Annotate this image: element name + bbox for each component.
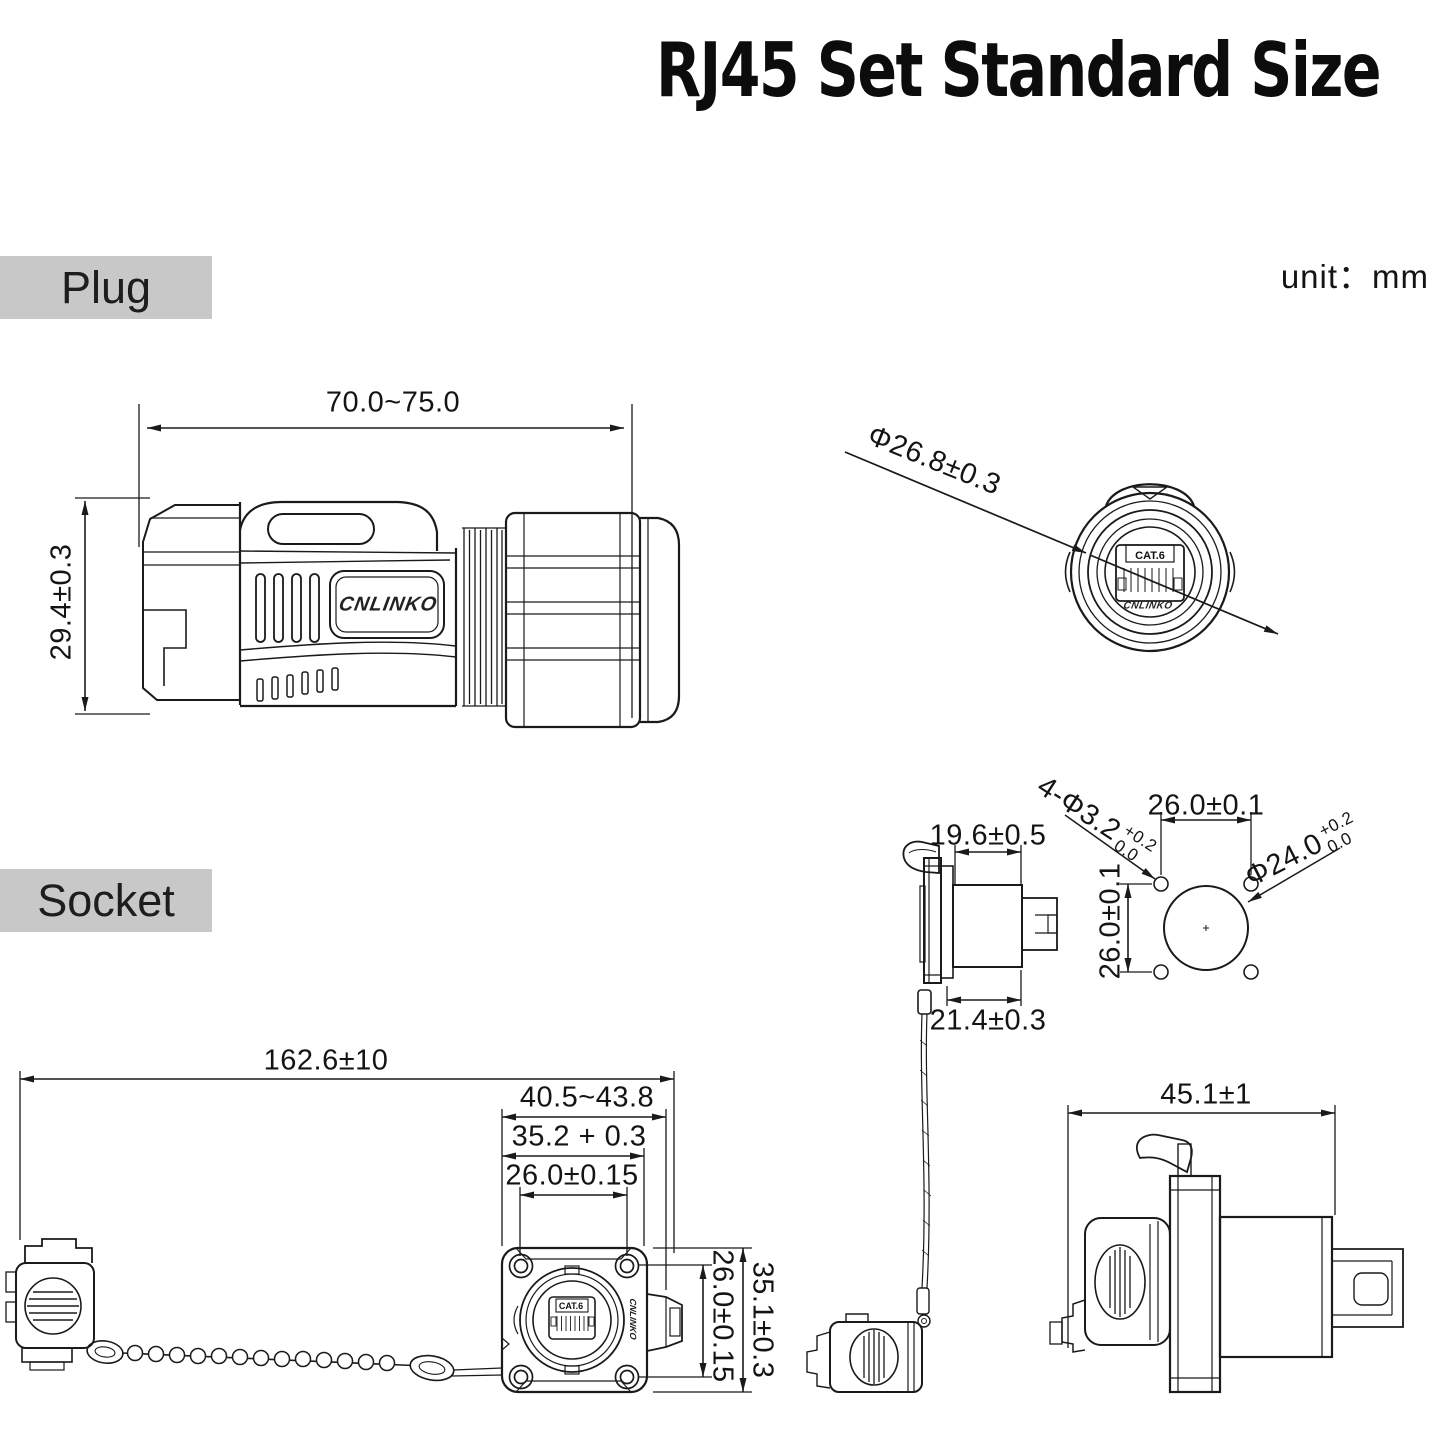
dim-socket-hole-spacing-v: 26.0±0.15 [706,1249,739,1383]
socket-section-label: Socket [37,874,175,926]
plug-front-view [844,451,1279,653]
brand-logo-plug-side: CNLINKO [337,593,440,616]
dim-socket-front-depth: 19.6±0.5 [929,819,1047,852]
page-title: RJ45 Set Standard Size [656,26,1382,114]
brand-logo-plug-front: CNLINKO [1122,600,1174,612]
dim-socket-hole-spacing-h: 26.0±0.15 [505,1159,639,1192]
dim-socket-total-depth: 21.4±0.3 [929,1004,1047,1037]
section-tag-plug: Plug [0,256,212,319]
dim-plug-height: 29.4±0.3 [45,543,78,661]
socket-front-view [500,1109,752,1394]
hanging-dust-cap [806,1313,923,1393]
jack-label-plug-front: CAT.6 [1135,550,1165,562]
dim-plug-length: 70.0~75.0 [325,386,461,419]
socket-side-view [1049,1105,1404,1394]
plug-section-label: Plug [60,261,152,313]
socket-assembly-chain [5,1071,675,1382]
brand-logo-socket-front: CNLINKO [628,1297,638,1341]
plug-side-view [75,404,681,729]
jack-label-socket-front: CAT.6 [558,1301,584,1311]
dim-socket-flange-height: 35.1±0.3 [746,1261,779,1379]
section-tag-socket: Socket [0,869,212,932]
mounting-hole-pattern [1064,812,1341,980]
dim-socket-side-length: 45.1±1 [1160,1078,1252,1111]
dim-mount-spacing-h: 26.0±0.1 [1147,789,1265,822]
dim-socket-width-overall: 40.5~43.8 [519,1081,655,1114]
dim-assembly-length: 162.6±10 [263,1044,389,1077]
dim-mount-spacing-v: 26.0±0.1 [1094,862,1127,980]
socket-panel-side-view [902,840,1058,1328]
dim-socket-flange-width: 35.2 + 0.3 [511,1120,647,1153]
unit-label: unit：mm [1280,258,1429,295]
